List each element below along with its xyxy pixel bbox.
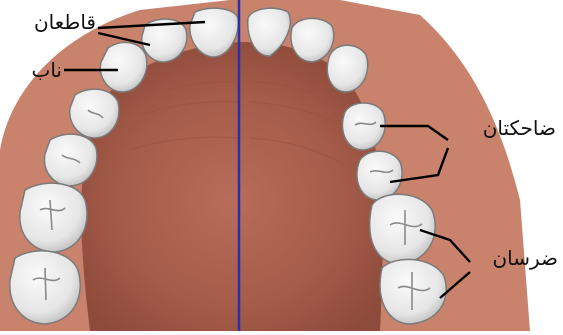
tooth-left-molar-1 bbox=[20, 183, 87, 252]
tooth-left-premolar-2 bbox=[44, 134, 96, 186]
label-molars: ضرسان bbox=[474, 248, 558, 268]
tooth-right-premolar-1 bbox=[342, 103, 385, 150]
label-incisors: قاطعان bbox=[14, 12, 96, 32]
label-canine: ناب bbox=[12, 60, 62, 80]
label-premolars: ضاحكتان bbox=[450, 118, 556, 138]
tooth-right-molar-2 bbox=[380, 259, 446, 324]
tooth-right-premolar-2 bbox=[357, 151, 402, 200]
